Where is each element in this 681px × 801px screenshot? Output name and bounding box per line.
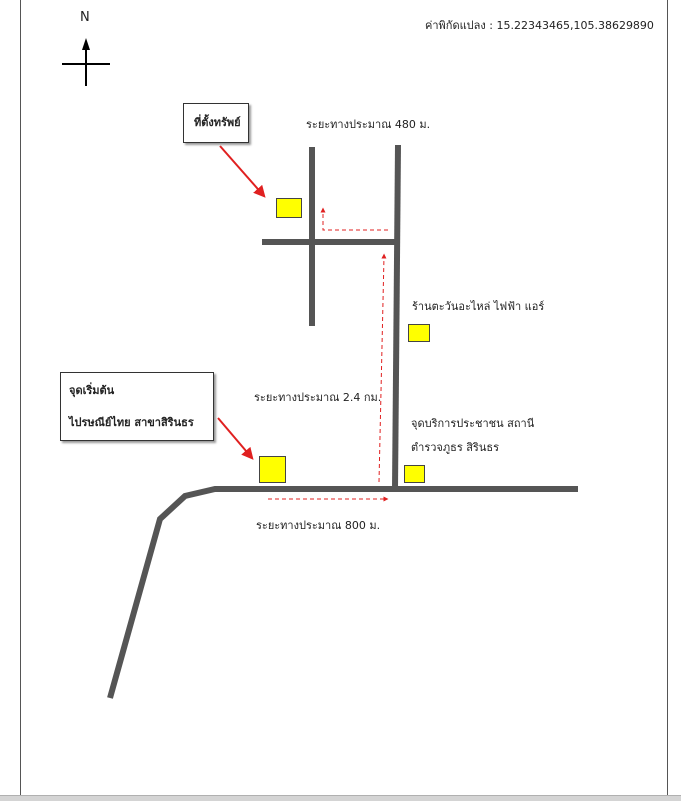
service-point-marker (404, 465, 425, 483)
route-segment-west (320, 207, 388, 231)
distance-label-bottom: ระยะทางประมาณ 800 ม. (256, 519, 381, 532)
callout-arrows (217, 145, 266, 460)
service-point-label-line2: ตำรวจภูธร สิรินธร (411, 441, 499, 454)
route-path (268, 207, 389, 502)
start-label-line2: ไปรษณีย์ไทย สาขาสิรินธร (69, 416, 194, 429)
start-label-line1: จุดเริ่มต้น (69, 384, 115, 397)
service-point-label-line1: จุดบริการประชาชน สถานี (411, 417, 535, 430)
start-pointer-arrow (217, 417, 254, 460)
main-road (107, 486, 578, 699)
property-callout-box: ที่ตั้งทรัพย์ (183, 103, 249, 143)
distance-label-middle: ระยะทางประมาณ 2.4 กม. (254, 391, 382, 404)
coordinates-text: ค่าพิกัดแปลง : 15.22343465,105.38629890 (425, 19, 654, 32)
north-label: N (80, 10, 90, 25)
page-border-left (20, 0, 21, 795)
road-network (107, 144, 578, 699)
property-label: ที่ตั้งทรัพย์ (194, 116, 241, 129)
compass-icon (62, 38, 110, 86)
route-segment-north (378, 253, 387, 483)
bottom-bar (0, 795, 681, 801)
page-border-right (667, 0, 668, 795)
shop-marker (408, 324, 430, 342)
property-pointer-arrow (219, 145, 266, 198)
distance-label-top: ระยะทางประมาณ 480 ม. (306, 118, 431, 131)
north-road (392, 144, 401, 490)
shop-label: ร้านตะวันอะไหล่ ไฟฟ้า แอร์ (412, 300, 545, 313)
property-marker (276, 198, 302, 218)
start-callout-box: จุดเริ่มต้น ไปรษณีย์ไทย สาขาสิรินธร (60, 372, 214, 441)
start-marker (259, 456, 286, 483)
